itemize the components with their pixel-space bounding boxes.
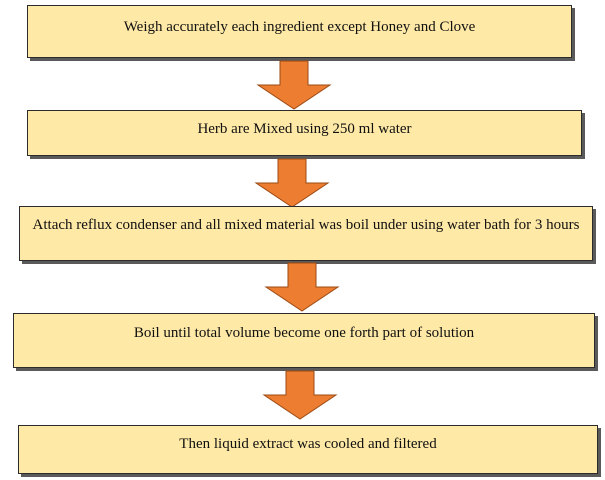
flow-step-weigh: Weigh accurately each ingredient except … [27,5,572,58]
down-arrow-icon [264,262,340,312]
flow-step-text: Attach reflux condenser and all mixed ma… [32,217,580,233]
flow-step-filter: Then liquid extract was cooled and filte… [18,425,598,474]
down-arrow-icon [262,370,338,420]
flow-step-mix: Herb are Mixed using 250 ml water [27,110,582,156]
flow-step-text: Weigh accurately each ingredient except … [123,19,476,35]
down-arrow-icon [256,60,332,110]
flow-step-text: Herb are Mixed using 250 ml water [197,121,412,137]
flow-step-text: Boil until total volume become one forth… [133,325,475,341]
flow-step-boil: Boil until total volume become one forth… [13,313,595,368]
flow-step-reflux: Attach reflux condenser and all mixed ma… [19,206,593,261]
down-arrow-icon [254,158,330,208]
flow-step-text: Then liquid extract was cooled and filte… [179,436,437,452]
